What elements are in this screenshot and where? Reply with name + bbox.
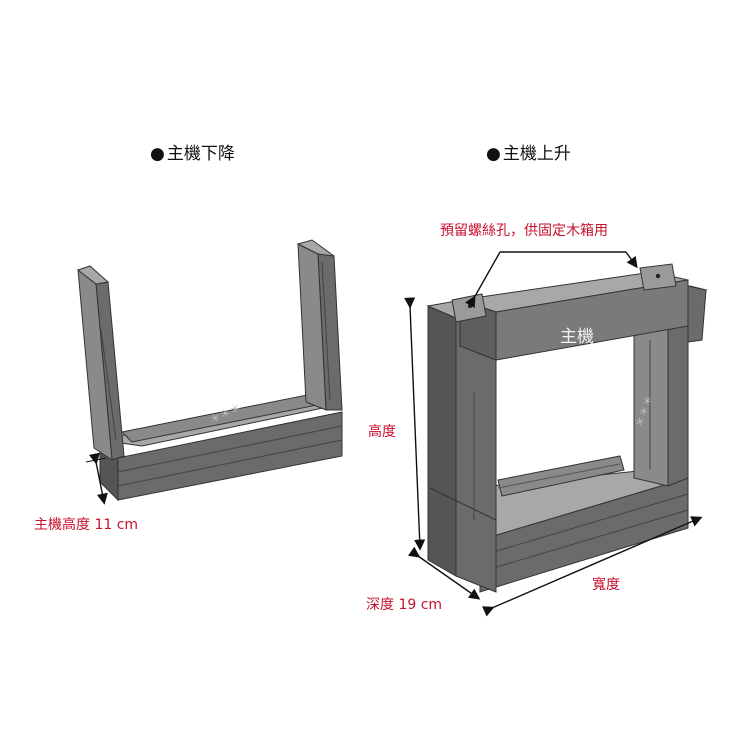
raised-frame: ＊＊＊: [404, 251, 708, 617]
raised-left-post-front: [455, 317, 497, 593]
lowered-title-text: 主機下降: [166, 144, 235, 164]
screw-callout-left: [464, 251, 501, 309]
screw-hole-label: 預留螺絲孔，供固定木箱用: [440, 223, 608, 239]
lowered-title: ●主機下降: [150, 146, 235, 163]
host-box-label: 主機: [560, 327, 594, 347]
screw-callout-right: [625, 251, 638, 269]
raised-left-post-side: [427, 305, 457, 577]
screw-hole-left: [467, 303, 473, 309]
bullet-icon: ●: [486, 144, 501, 164]
raised-title: ●主機上升: [486, 146, 571, 163]
host-height-label: 主機高度 11 cm: [34, 517, 139, 533]
lowered-frame: ＊＊＊: [76, 239, 343, 505]
height-label: 高度: [368, 424, 396, 440]
screw-hole-right: [655, 273, 661, 279]
raised-width-arrow: [482, 516, 703, 617]
depth-label: 深度 19 cm: [366, 597, 443, 613]
raised-title-text: 主機上升: [502, 144, 571, 164]
raised-height-arrow: [404, 297, 426, 551]
raised-right-post-cap: [687, 285, 707, 343]
width-label: 寬度: [592, 577, 620, 593]
bullet-icon: ●: [150, 144, 165, 164]
lowered-height-arrow: [88, 452, 108, 505]
raised-depth-arrow: [407, 546, 481, 600]
lowered-right-post-top: [296, 239, 335, 257]
lowered-left-post-top: [76, 265, 110, 285]
